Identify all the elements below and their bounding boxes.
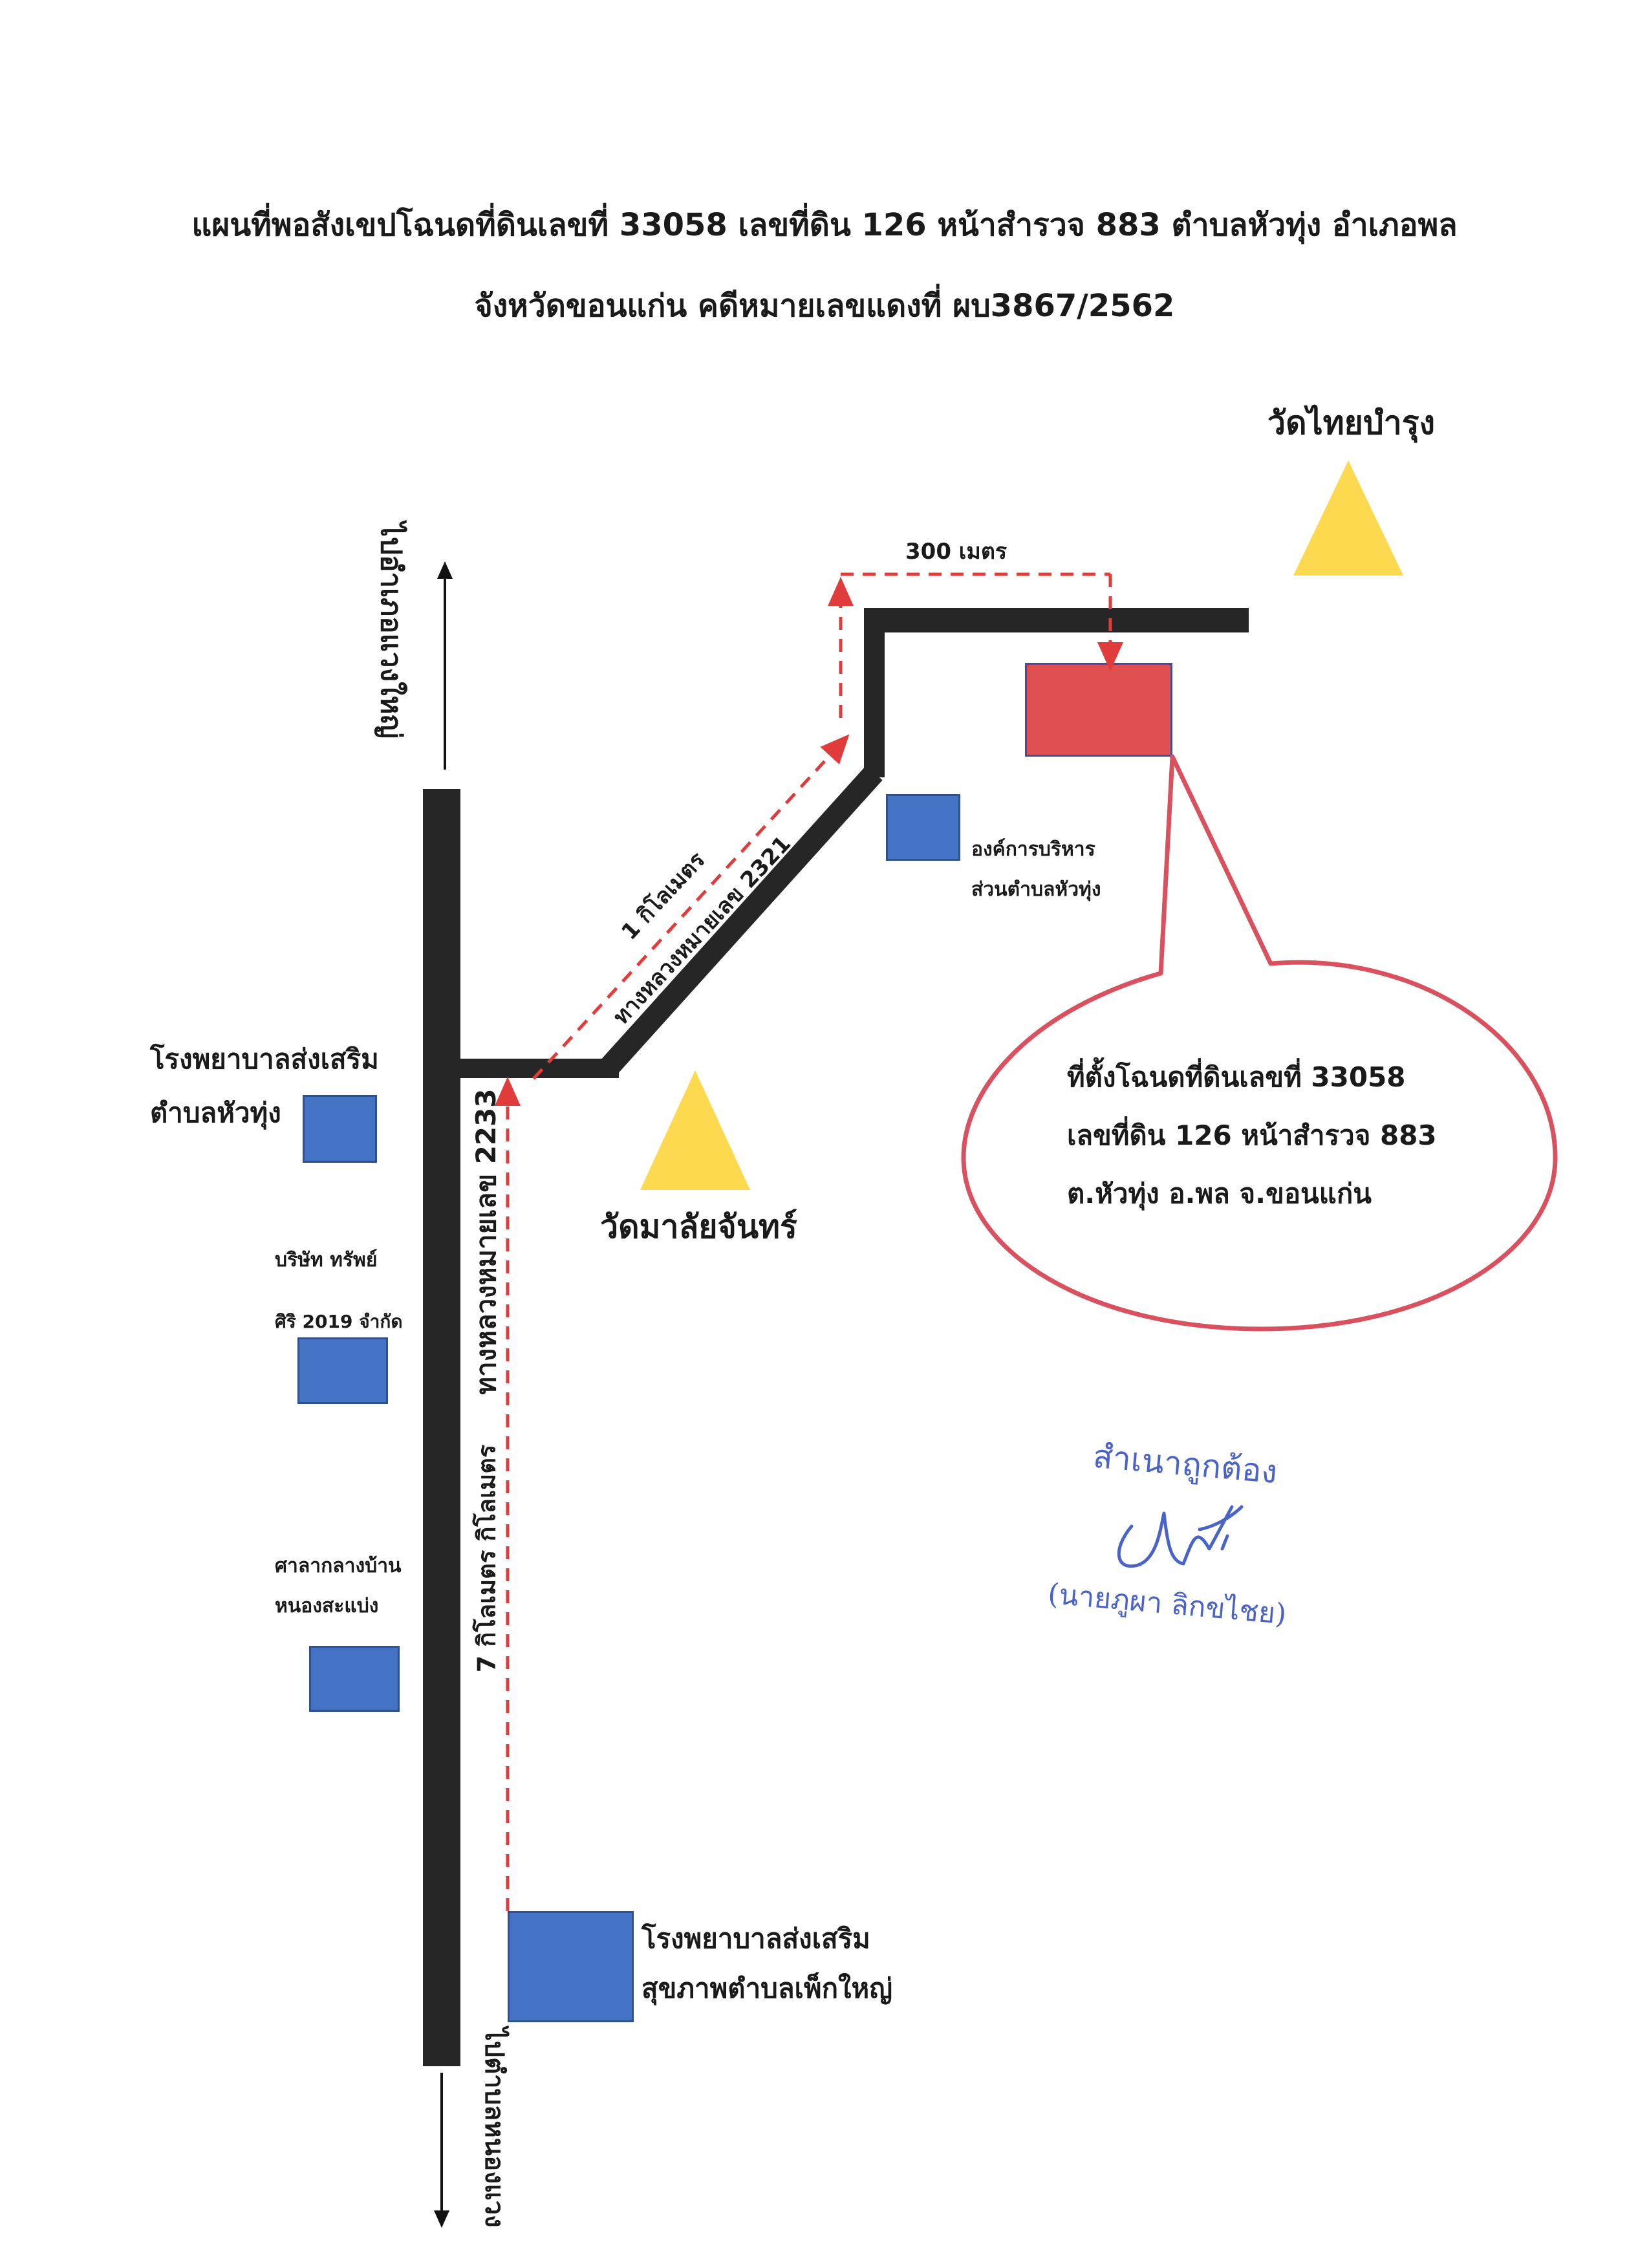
hospital-phek-label-2: สุขภาพตำบลเพ็กใหญ่ [641,1972,893,2004]
road-2321-diagonal [599,765,883,1076]
callout-line-1: ที่ตั้งโฉนดที่ดินเลขที่ 33058 [1067,1061,1406,1093]
pavilion-label-2: หนองสะแบ่ง [275,1595,379,1617]
map-title-line-2: จังหวัดขอนแก่น คดีหมายเลขแดงที่ ผบ3867/2… [474,288,1175,324]
sao-office-building [886,794,960,861]
plot-callout-shape [961,754,1558,1332]
three-hundred-m-label: 300 เมตร [905,539,1008,565]
hospital-huathung-building [303,1095,377,1163]
road-2233-label: ทางหลวงหมายเลข 2233 [470,1088,502,1395]
sao-office-label-1: องค์การบริหาร [971,838,1095,861]
hospital-phek-label-1: โรงพยาบาลส่งเสริม [641,1923,870,1954]
signature-icon [1117,1505,1244,1568]
callout-line-2: เลขที่ดิน 126 หน้าสำรวจ 883 [1067,1119,1437,1151]
sao-office-label-2: ส่วนตำบลหัวทุ่ง [971,878,1101,901]
temple-thai-bamrung-label: วัดไทยบำรุง [1267,404,1436,442]
callout-line-3: ต.หัวทุ่ง อ.พล จ.ขอนแก่น [1067,1178,1372,1209]
pavilion-building [309,1646,400,1712]
main-road-vertical [423,789,460,2066]
south-arrow-icon [434,2073,449,2228]
south-direction-label: ไปตำบลหนองแวง [479,2027,509,2228]
north-direction-label: ไปอำเภอแวงใหญ่ [374,522,407,739]
north-arrow-icon [437,561,453,770]
hospital-phek-building [508,1911,634,2022]
company-building [297,1337,388,1404]
route-dashed [495,572,1123,1911]
temple-thai-bamrung-icon [1293,460,1403,576]
pavilion-label-1: ศาลากลางบ้าน [275,1555,402,1577]
temple-malai-chan-label: วัดมาลัยจันทร์ [600,1208,797,1246]
map-title-line-1: แผนที่พอสังเขปโฉนดที่ดินเลขที่ 33058 เลข… [191,207,1458,243]
road-top-horizontal [864,608,1249,632]
hospital-huathung-label-1: โรงพยาบาลส่งเสริม [150,1043,379,1075]
road-top-vertical [864,608,885,777]
temple-malai-chan-icon [640,1070,750,1190]
seven-km-label: 7 กิโลเมตร กิโลเมตร [472,1444,501,1673]
company-label-1: บริษัท ทรัพย์ [275,1249,378,1271]
company-label-2: ศิริ 2019 จำกัด [275,1311,403,1332]
hospital-huathung-label-2: ตำบลหัวทุ่ง [150,1097,281,1129]
road-branch-horizontal [460,1059,619,1078]
